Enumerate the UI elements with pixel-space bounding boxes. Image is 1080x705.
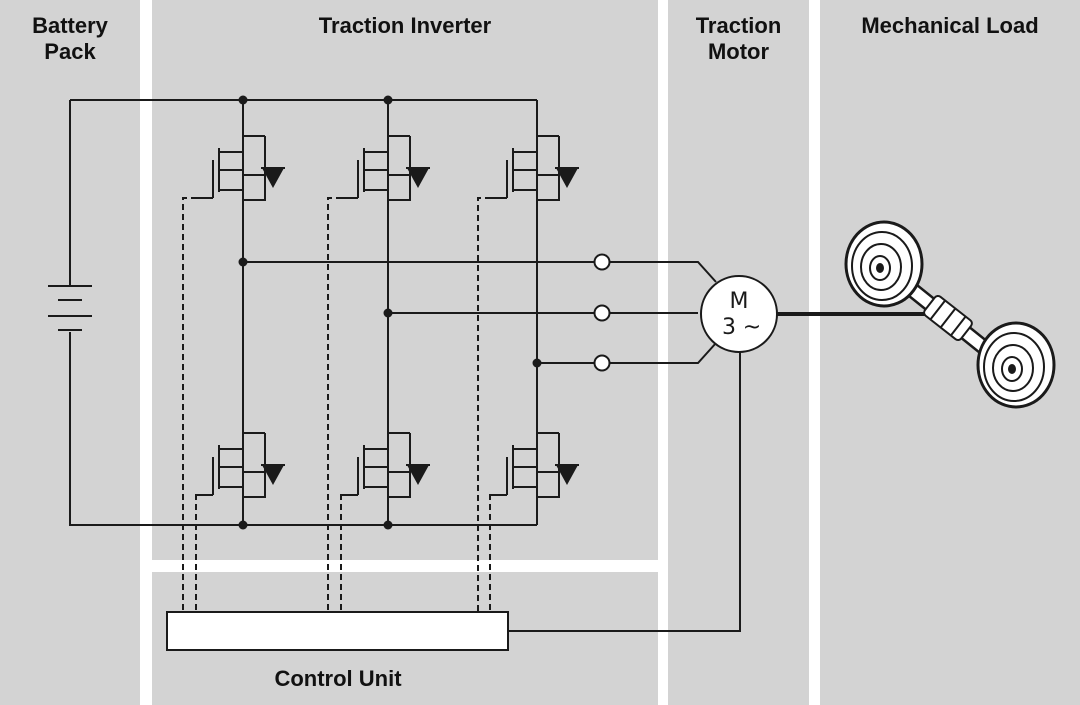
mechanical-load-axle [844,220,1056,409]
high-side-switch-1 [196,99,286,229]
traction-motor-symbol: M 3 ~ [700,275,778,353]
battery-symbol [48,285,92,331]
traction-motor-title-line2: Motor [707,39,770,64]
low-side-switch-1 [196,396,286,526]
output-terminals [593,253,611,372]
traction-motor-title: Traction Motor [668,13,809,65]
motor-phase-count: 3 [722,315,736,340]
traction-motor-title-line1: Traction [695,13,782,38]
battery-pack-title-line2: Pack [44,39,96,64]
battery-pack-title-line1: Battery [32,13,108,38]
wheel-right [976,321,1056,409]
motor-ac-symbol: ~ [743,315,761,340]
dc-positive-rail [69,99,537,285]
battery-pack-title: Battery Pack [0,13,140,65]
low-side-switch-3 [490,396,580,526]
dc-negative-rail [69,332,537,526]
gate-drive-signals [182,197,491,612]
motor-letter: M [730,289,749,314]
control-unit-box [166,611,509,651]
control-unit-title: Control Unit [274,666,402,691]
high-side-switch-2 [341,99,431,229]
wheel-left [844,220,924,308]
phase-a-wire [243,261,717,283]
inverter-leg-1 [196,99,286,526]
high-side-switch-3 [490,99,580,229]
motor-feedback-line [508,351,741,632]
low-side-switch-2 [341,396,431,526]
mechanical-load-title: Mechanical Load [861,13,1039,38]
phase-c-wire [537,342,717,364]
traction-inverter-title: Traction Inverter [318,13,492,38]
junction-dots [238,95,542,530]
